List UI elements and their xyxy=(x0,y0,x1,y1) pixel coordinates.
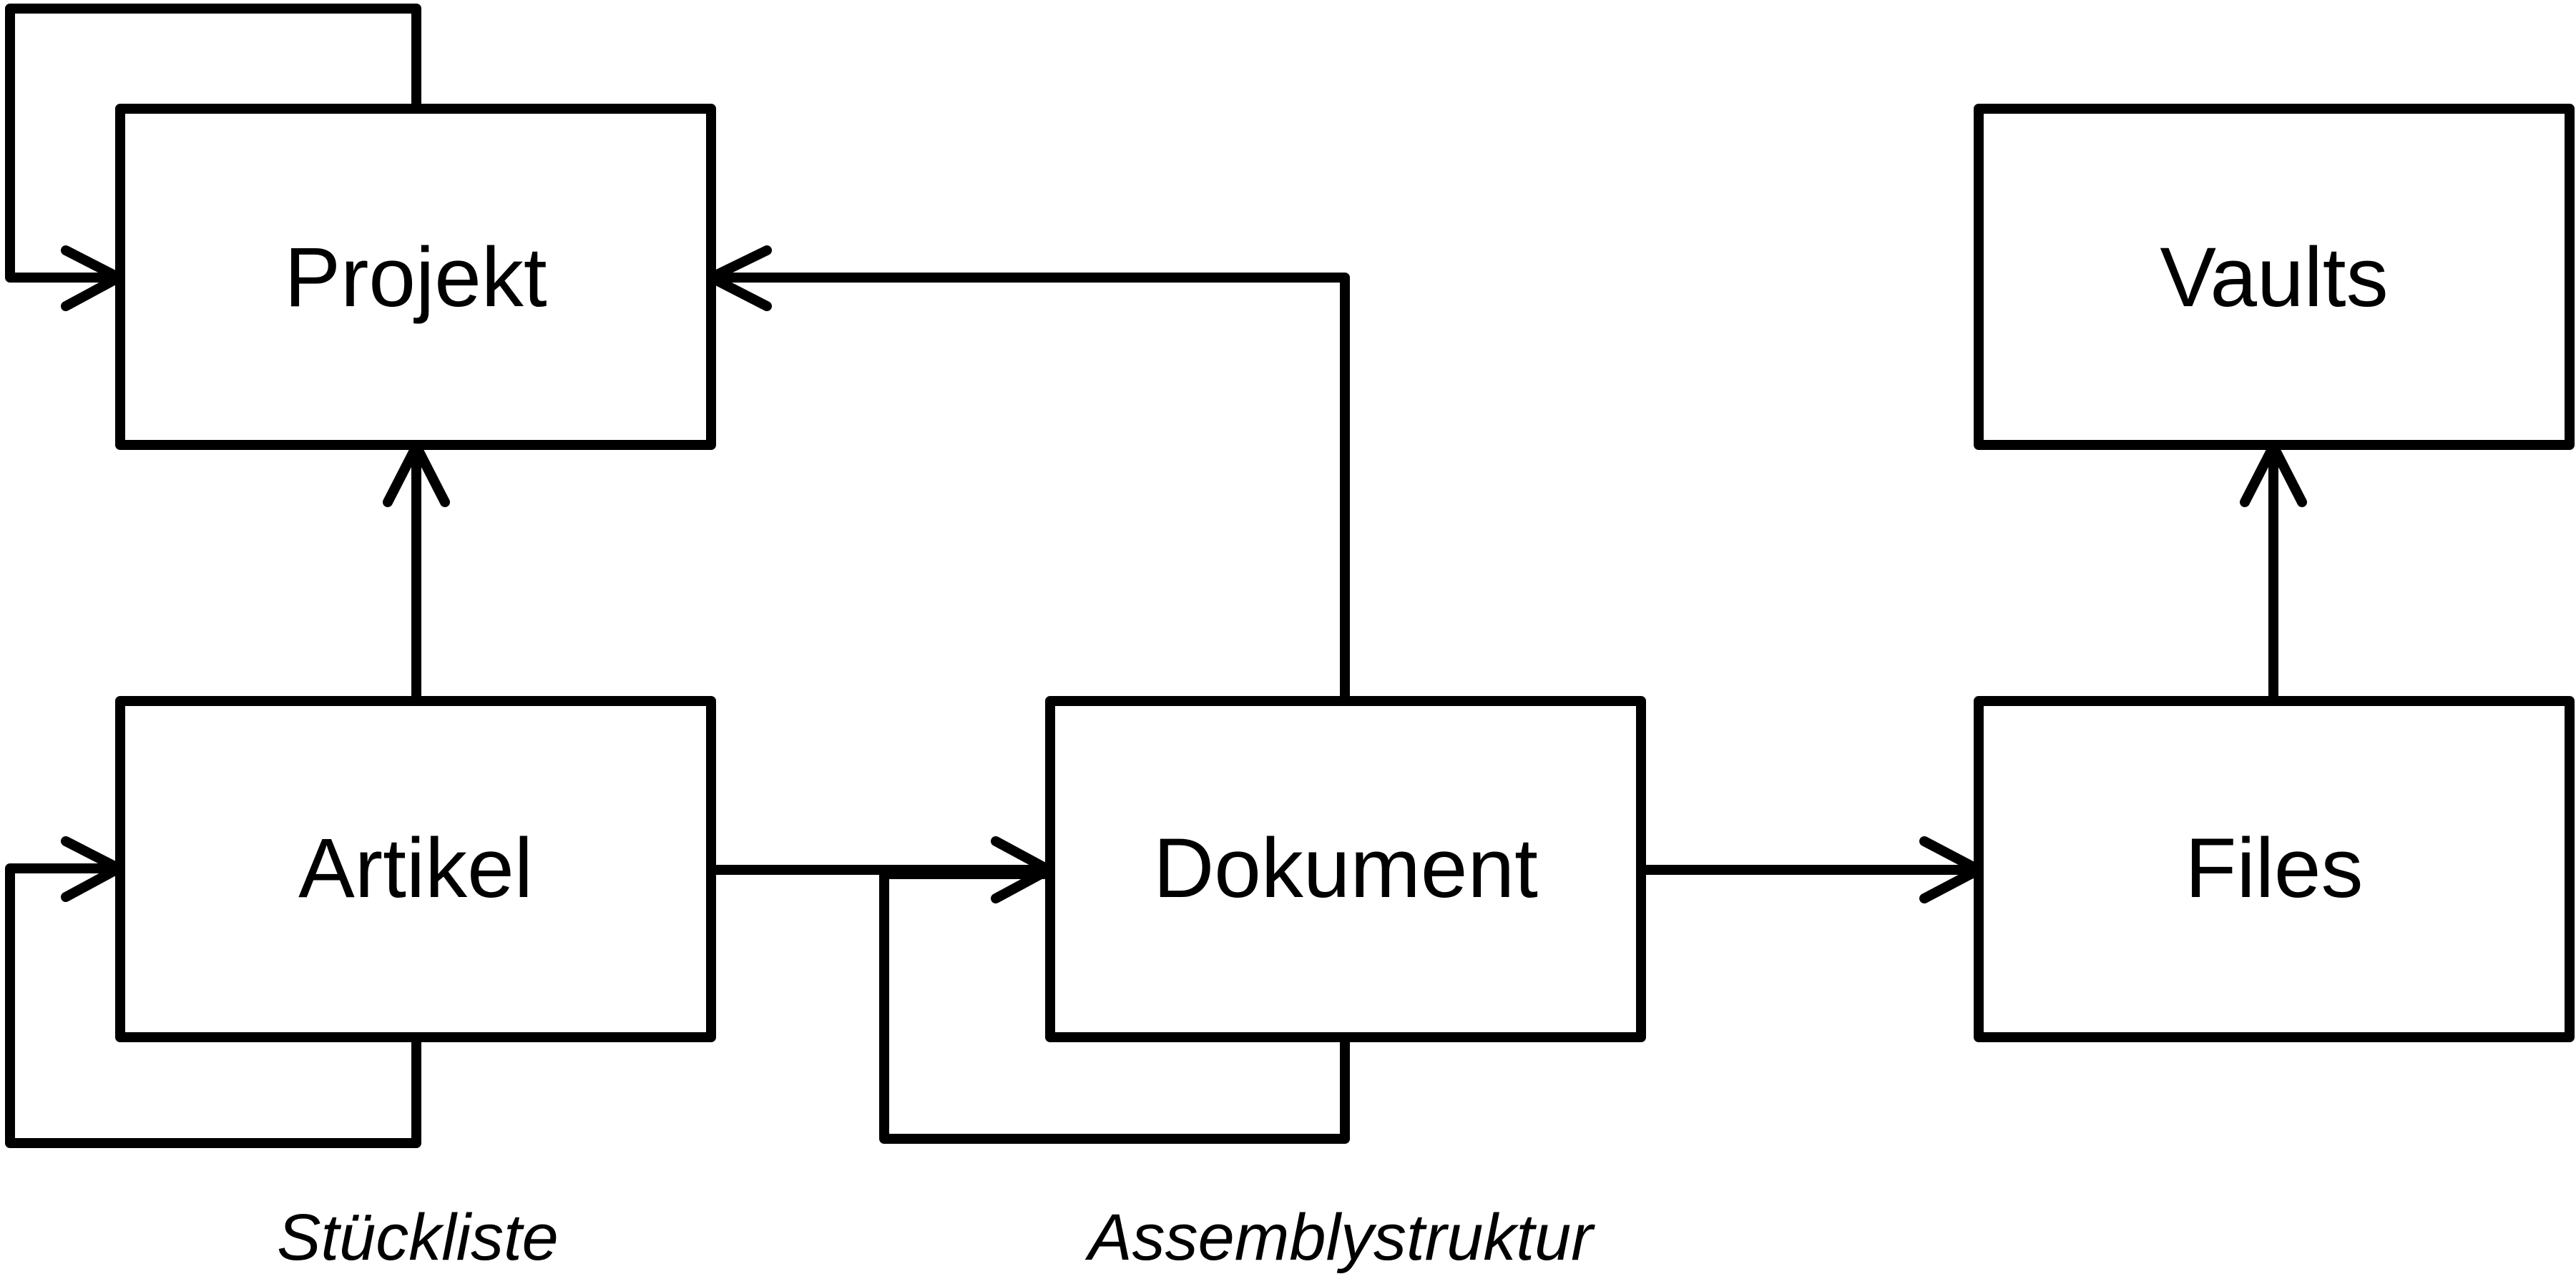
node-dokument-box xyxy=(1045,696,1646,1042)
node-files-label: Files xyxy=(2185,821,2363,916)
node-projekt-label: Projekt xyxy=(284,230,547,325)
node-dokument-label: Dokument xyxy=(1153,821,1538,916)
node-projekt-box xyxy=(115,104,716,450)
node-dokument: Dokument xyxy=(1045,696,1646,1042)
edge-artikel-self-loop xyxy=(5,863,421,1148)
edge-dokument-to-projekt xyxy=(706,273,1350,705)
node-artikel-label: Artikel xyxy=(298,821,533,916)
node-vaults-box xyxy=(1974,104,2575,450)
edge-projekt-self-loop xyxy=(5,4,421,283)
edge-label-stueckliste: Stückliste xyxy=(277,1201,559,1274)
node-projekt: Projekt xyxy=(115,104,716,450)
node-files-box xyxy=(1974,696,2575,1042)
node-artikel-box xyxy=(115,696,716,1042)
node-files: Files xyxy=(1974,696,2575,1042)
node-artikel: Artikel xyxy=(115,696,716,1042)
edge-dokument-self-loop xyxy=(879,869,1350,1144)
node-vaults-label: Vaults xyxy=(2160,230,2388,325)
edge-label-assemblystruktur: Assemblystruktur xyxy=(1084,1201,1595,1274)
node-vaults: Vaults xyxy=(1974,104,2575,450)
